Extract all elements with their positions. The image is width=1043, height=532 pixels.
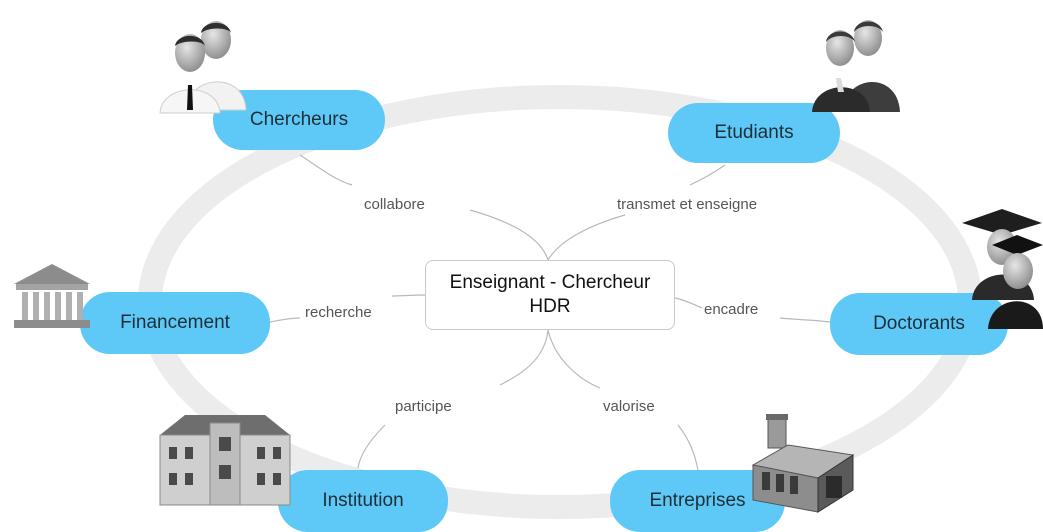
connector-entreprises [677,424,699,471]
two-people-icon [159,21,247,114]
node-financement-label: Financement [120,312,230,333]
university-building-icon [159,415,291,506]
connector-lines [269,154,831,471]
two-students-icon [812,20,900,112]
node-doctorants[interactable]: Doctorants [830,293,1008,355]
node-doctorants-label: Doctorants [873,313,965,334]
relation-encadre: encadre [704,301,759,318]
connector-chercheurs [299,154,353,186]
relation-participe: participe [395,398,452,415]
connector-transmet [547,214,626,261]
connector-collabore [469,209,549,261]
node-etudiants-label: Etudiants [714,122,794,143]
center-title: Enseignant - Chercheur [449,272,651,293]
relation-recherche: recherche [305,304,372,321]
connector-financement [269,317,301,323]
node-institution-label: Institution [322,490,404,511]
connector-institution [357,424,386,469]
connector-valorise [547,329,601,389]
bank-building-icon [14,264,90,328]
relation-valorise: valorise [603,398,655,415]
node-entreprises-label: Entreprises [649,490,746,511]
node-institution[interactable]: Institution [278,470,448,532]
node-etudiants[interactable]: Etudiants [668,103,840,163]
center-subtitle: HDR [529,296,571,317]
node-financement[interactable]: Financement [80,292,270,354]
graduates-icon [962,209,1043,329]
connector-participe [499,329,549,386]
relation-transmet: transmet et enseigne [617,196,758,213]
node-chercheurs-label: Chercheurs [249,109,349,130]
connector-etudiants [689,164,726,186]
connector-recherche [391,294,426,297]
connector-encadre [674,297,703,309]
relation-collabore: collabore [364,196,425,213]
connector-doctorants [779,317,831,323]
factory-icon [751,414,855,513]
center-node[interactable]: Enseignant - Chercheur HDR [425,260,675,330]
